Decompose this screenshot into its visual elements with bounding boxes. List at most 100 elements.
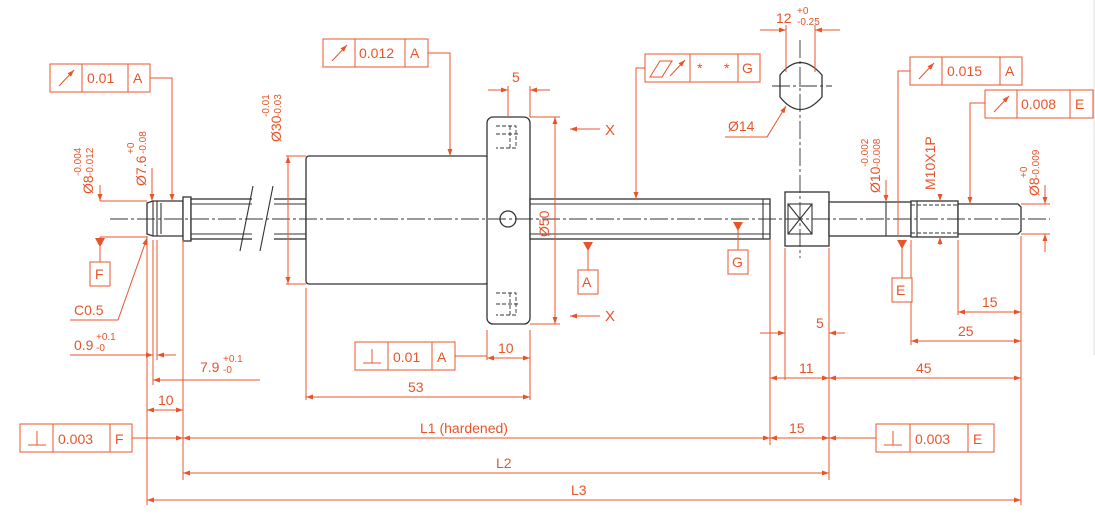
svg-text:-0: -0 — [96, 343, 105, 354]
datum-boxes: F A G E — [89, 249, 913, 303]
fcf-runout-left: 0.01 A — [49, 63, 151, 93]
fcf-datum: E — [1075, 96, 1084, 112]
svg-text:-0: -0 — [223, 365, 232, 376]
runout-icon — [993, 95, 1010, 113]
datum-label-f: F — [95, 266, 104, 282]
dim-l2: L2 — [496, 455, 512, 471]
dim-thread: M10X1P — [922, 136, 938, 190]
runout-icon — [331, 44, 348, 62]
dim-15-right: 15 — [982, 294, 998, 310]
datum-box-a — [577, 269, 599, 295]
fcf-datum: F — [115, 431, 124, 447]
svg-text:-0.25: -0.25 — [797, 17, 820, 28]
dim-d14: Ø14 — [728, 118, 755, 134]
total-runout-icon — [649, 59, 686, 78]
dim-15-mid: 15 — [789, 420, 805, 436]
dim-d76: Ø7.6 +0 -0.08 — [126, 131, 149, 186]
dim-c05: C0.5 — [74, 302, 104, 318]
datum-box-e — [891, 277, 913, 303]
fcf-perp-f: 0.003 F — [19, 423, 133, 453]
perpendicularity-icon — [363, 349, 381, 364]
fcf-perp-flange: 0.01 A — [354, 341, 456, 371]
dim-l1: L1 (hardened) — [420, 420, 508, 436]
svg-text:Ø50: Ø50 — [536, 210, 552, 237]
dim-d10: Ø10 -0.002 -0.008 — [860, 138, 883, 193]
svg-text:-0.002: -0.002 — [860, 138, 871, 167]
fcf-datum: E — [973, 431, 982, 447]
fcf-value: 0.003 — [915, 431, 950, 447]
dimension-lines — [70, 25, 1050, 505]
fcf-datum: A — [410, 45, 420, 61]
fcf-datum: A — [133, 70, 143, 86]
datum-triangle-icon — [583, 242, 593, 251]
dim-5-right: 5 — [816, 315, 824, 331]
datum-triangle-icon — [897, 240, 907, 249]
fcf-value: 0.01 — [87, 70, 114, 86]
svg-text:-0.012: -0.012 — [85, 147, 96, 176]
dim-w12: 12 +0 -0.25 — [776, 6, 820, 28]
runout-icon — [58, 69, 75, 87]
dim-g09: 0.9 +0.1 -0 — [74, 332, 116, 354]
fcf-datum: A — [437, 349, 447, 365]
svg-text:-0.008: -0.008 — [872, 138, 883, 167]
svg-text:-0.01: -0.01 — [261, 94, 272, 117]
fcf-runout-right: 0.015 A — [909, 56, 1023, 86]
datum-label-e: E — [896, 282, 905, 298]
fcf-total-runout: * * G — [644, 53, 761, 83]
datum-box-f — [89, 261, 111, 287]
section-mark-top: X — [605, 122, 615, 139]
perpendicularity-icon — [884, 431, 902, 446]
dim-l3: L3 — [571, 482, 587, 498]
dim-l79: 7.9 +0.1 -0 — [200, 354, 243, 376]
dim-d8-right: Ø8 +0 -0.009 — [1019, 149, 1042, 196]
svg-text:0.9: 0.9 — [74, 337, 94, 353]
svg-text:-0.08: -0.08 — [138, 131, 149, 154]
svg-text:Ø7.6: Ø7.6 — [133, 155, 149, 186]
datum-triangle-icon — [733, 222, 743, 231]
fcf-datum: G — [742, 60, 753, 76]
dim-45: 45 — [916, 360, 932, 376]
datum-triangle-icon — [95, 238, 105, 247]
dim-10-left: 10 — [158, 392, 174, 408]
fcf-value: * — [724, 60, 730, 76]
svg-text:Ø8: Ø8 — [1026, 177, 1042, 196]
svg-text:+0: +0 — [797, 6, 809, 17]
fcf-value: 0.003 — [58, 431, 93, 447]
break-line-1 — [239, 185, 254, 252]
fcf-perp-e: 0.003 E — [875, 423, 995, 453]
dim-5-top: 5 — [512, 69, 520, 85]
fcf-value: * — [697, 60, 703, 76]
fcf-runout-nut: 0.012 A — [322, 38, 429, 68]
dim-11: 11 — [799, 360, 814, 376]
dim-53: 53 — [408, 379, 424, 395]
dimension-texts: X X Ø8 -0.004 -0.012 Ø7.6 +0 -0.08 Ø30 -… — [73, 6, 1042, 498]
dim-d8-left: Ø8 -0.004 -0.012 — [73, 147, 96, 194]
svg-text:+0: +0 — [1019, 166, 1030, 178]
svg-text:+0: +0 — [126, 142, 137, 154]
svg-text:-0.004: -0.004 — [73, 147, 84, 176]
nut-body — [305, 155, 489, 285]
section-mark-bottom: X — [605, 308, 615, 325]
svg-text:+0.1: +0.1 — [223, 354, 243, 365]
fcf-value: 0.008 — [1021, 96, 1056, 112]
fcf-datum: A — [1005, 63, 1015, 79]
break-line-2 — [259, 185, 274, 252]
fcf-value: 0.01 — [393, 349, 420, 365]
dim-d50: Ø50 — [536, 210, 552, 237]
svg-text:-0.009: -0.009 — [1031, 149, 1042, 178]
svg-text:+0.1: +0.1 — [96, 332, 116, 343]
datum-box-g — [727, 249, 749, 275]
svg-text:Ø30: Ø30 — [268, 115, 284, 142]
svg-text:12: 12 — [776, 10, 792, 26]
svg-text:Ø10: Ø10 — [867, 166, 883, 193]
datum-label-a: A — [582, 274, 592, 290]
perpendicularity-icon — [28, 431, 46, 446]
left-journal — [146, 200, 184, 237]
dim-d30: Ø30 -0.01 -0.03 — [261, 94, 284, 142]
dim-10-flange: 10 — [498, 340, 514, 356]
fcf-value: 0.012 — [359, 45, 394, 61]
svg-text:7.9: 7.9 — [200, 359, 220, 375]
dim-25: 25 — [958, 323, 974, 339]
datum-label-g: G — [732, 254, 743, 270]
